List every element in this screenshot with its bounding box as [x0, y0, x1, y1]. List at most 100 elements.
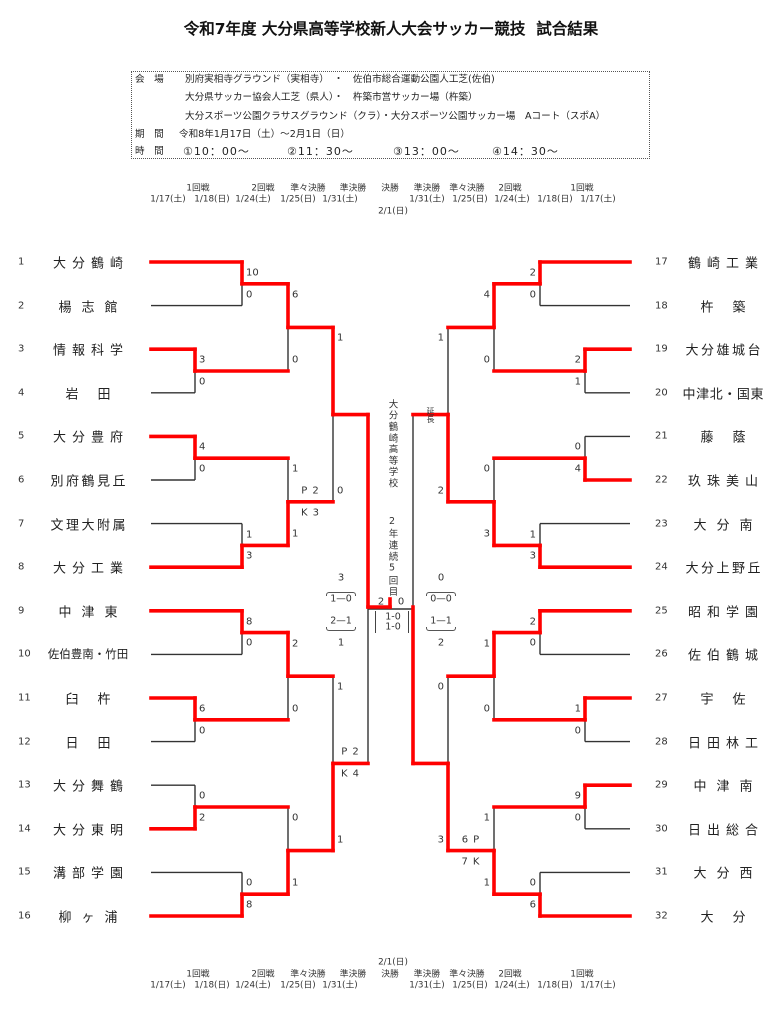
match-score-bottom: 0: [199, 463, 206, 475]
match-score-bottom: 0: [199, 725, 206, 737]
footer-final-date: 2/1(日): [378, 957, 408, 968]
period-value: 令和8年1月17日（土）～2月1日（日）: [179, 129, 350, 140]
team-name: 杵築: [700, 300, 765, 316]
header-round-label: 準々決勝: [449, 183, 485, 194]
team-name: 大分舞鶴: [52, 779, 130, 795]
team-name: 中津北・国東: [682, 387, 765, 403]
match-score-top: 10: [246, 267, 259, 279]
page-title: 令和7年度 大分県高等学校新人大会サッカー競技 試合結果: [183, 20, 599, 38]
header-round-date: 1/31(土): [322, 194, 358, 205]
match-score-bottom: 0: [529, 637, 536, 649]
team-name: 佐伯豊南・竹田: [47, 647, 129, 662]
team-number: 28: [655, 736, 668, 748]
match-score-top: 6: [199, 703, 206, 715]
match-score-top: 0: [199, 790, 206, 802]
venue-line: 大分県サッカー協会人工芝（県人）・ 杵築市営サッカー場（杵築）: [185, 92, 478, 103]
match-score-bottom: 3: [529, 550, 536, 562]
semifinal-score-top: 3: [337, 572, 345, 584]
pk-count: 4: [352, 768, 360, 780]
match-score-bottom: 1: [574, 376, 581, 388]
team-number: 32: [655, 910, 668, 922]
team-name: 大分雄城台: [685, 343, 764, 359]
match-score-bottom: 3: [246, 550, 253, 562]
team-number: 12: [18, 736, 31, 748]
header-round-date: 1/17(土): [580, 194, 616, 205]
team-name: 鶴崎工業: [687, 256, 765, 272]
team-name: 溝部学園: [52, 866, 130, 882]
match-score-bottom: 0: [246, 637, 253, 649]
header-round-date: 1/25(日): [280, 194, 316, 205]
match-score-top: 2: [292, 638, 299, 650]
match-score-top: 2: [574, 354, 581, 366]
footer-round-date: 1/24(土): [494, 980, 530, 991]
kickoff-time: ③13：00～: [393, 145, 460, 158]
team-name: 中津南: [693, 779, 763, 795]
header-round-label: 2回戦: [251, 183, 275, 194]
venue-row: 大分県サッカー協会人工芝（県人）・ 杵築市営サッカー場（杵築）: [135, 91, 647, 105]
footer-round-date: 1/17(土): [580, 980, 616, 991]
venue-line: 別府実相寺グラウンド（実相寺） ・ 佐伯市総合運動公園人工芝(佐伯): [185, 74, 495, 85]
team-number: 9: [18, 605, 25, 617]
match-score-top: 1: [337, 332, 344, 344]
team-number: 17: [655, 256, 668, 268]
extra-time-note: 延長: [426, 406, 435, 423]
match-score-bottom: 0: [199, 376, 206, 388]
match-score-top: 0: [574, 441, 581, 453]
pk-count: 2: [312, 485, 320, 497]
match-score-bottom: 8: [246, 899, 253, 911]
team-name: 柳ヶ浦: [58, 910, 128, 926]
match-score-top: 2: [529, 267, 536, 279]
match-score-bottom: 2: [199, 812, 206, 824]
team-name: 大分西: [693, 866, 763, 882]
header-round-date: 1/24(土): [235, 194, 271, 205]
footer-round-date: 1/18(日): [537, 980, 573, 991]
footer-round-label: 2回戦: [251, 969, 275, 980]
footer-round-date: 1/31(土): [409, 980, 445, 991]
match-score-top: 0: [246, 877, 253, 889]
team-name: 日田: [65, 736, 130, 752]
team-number: 21: [655, 430, 668, 442]
time-row: 時 間 ①10：00～ ②11：30～ ③13：00～ ④14：30～: [135, 145, 647, 159]
team-name: 大分上野丘: [685, 561, 764, 577]
match-score-top: 0: [292, 812, 299, 824]
match-score-top: 1: [246, 529, 253, 541]
winner-lines: [149, 260, 632, 918]
match-score-top: 1: [292, 463, 299, 475]
final-score-right: 0: [397, 596, 405, 608]
footer-round-date: 1/31(土): [322, 980, 358, 991]
team-name: 藤蔭: [700, 430, 765, 446]
semifinal-score-bottom: 2: [437, 637, 445, 649]
team-number: 22: [655, 474, 668, 486]
header-round-label: 1回戦: [186, 183, 210, 194]
pk-label: P: [301, 485, 309, 497]
match-score-top: 4: [199, 441, 206, 453]
info-box: 会 場 別府実相寺グラウンド（実相寺） ・ 佐伯市総合運動公園人工芝(佐伯) 大…: [131, 71, 650, 159]
team-number: 30: [655, 823, 668, 835]
team-name: 大分東明: [52, 823, 130, 839]
team-name: 楊志館: [58, 300, 128, 316]
team-number: 1: [18, 256, 25, 268]
header-round-date: 1/24(土): [494, 194, 530, 205]
footer-round-date: 1/18(日): [194, 980, 230, 991]
team-number: 29: [655, 779, 668, 791]
team-number: 5: [18, 430, 25, 442]
half-brace: [326, 627, 356, 631]
champion-record: 2年連続5回目: [386, 516, 398, 599]
venue-line: 大分スポーツ公園クラサスグラウンド（クラ）・大分スポーツ公園サッカー場 Aコート…: [185, 111, 606, 122]
pk-count: 6: [461, 834, 470, 846]
team-name: 昭和学園: [687, 605, 765, 621]
match-score-top: 1: [337, 681, 344, 693]
match-score-top: 1: [574, 703, 581, 715]
match-score-bottom: 4: [574, 463, 581, 475]
pk-count: 7: [461, 856, 469, 868]
match-score-top: 3: [199, 354, 206, 366]
team-name: 臼杵: [65, 692, 130, 708]
team-number: 4: [18, 387, 25, 399]
kickoff-time: ①10：00～: [183, 145, 250, 158]
match-score-bottom: 0: [246, 289, 253, 301]
champion-name: 大分鶴崎高等学校: [386, 399, 398, 490]
